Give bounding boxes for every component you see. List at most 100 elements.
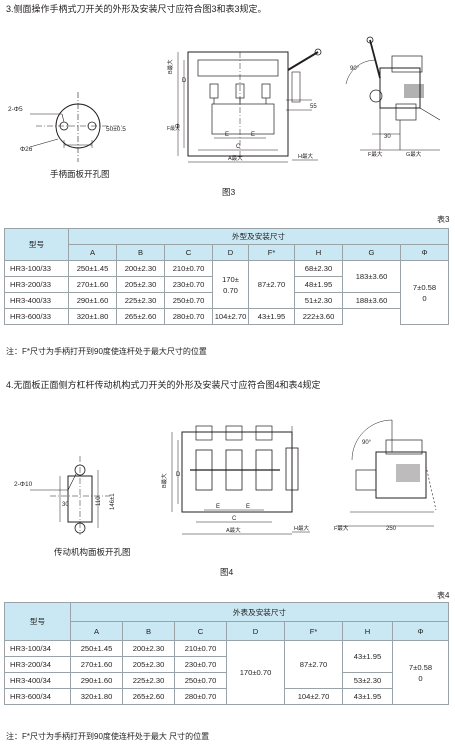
table3-model: HR3-200/33 <box>4 276 69 293</box>
table4-cell-a: 250±1.45 <box>70 640 123 657</box>
table4-label: 表4 <box>437 591 450 600</box>
table3-cell-b: 265±2.60 <box>116 308 165 325</box>
table4-group-header: 外表及安装尺寸 <box>69 602 450 622</box>
section4-panel-caption: 传动机构面板开孔图 <box>54 547 131 557</box>
fig3-dim-e1: E <box>225 132 229 138</box>
fig3-dim-phi: Φ <box>175 124 180 130</box>
table4-cell-a: 270±1.60 <box>70 656 123 673</box>
fig3-angle: 90° <box>350 66 360 72</box>
table4-col-b: B <box>122 621 175 641</box>
table3-cell-c: 280±0.70 <box>164 308 213 325</box>
table4-cell-a: 290±1.60 <box>70 672 123 689</box>
table4-cell-b: 265±2.60 <box>122 688 175 705</box>
fig3-dim-55: 55 <box>310 104 317 110</box>
table3-cell-f: 104±2.70 <box>212 308 249 325</box>
table3-label: 表3 <box>437 215 450 224</box>
fig4-dim-f: F最大 <box>334 524 349 532</box>
table4-cell-h: 53±2.30 <box>342 672 393 689</box>
fig3-dim-f-side: F最大 <box>368 150 383 158</box>
figure3-caption: 图3 <box>222 187 236 197</box>
table4-model: HR3-400/34 <box>4 672 71 689</box>
table3-model: HR3-100/33 <box>4 260 69 277</box>
table4-cell-c: 210±0.70 <box>174 640 227 657</box>
table3-col-a: A <box>68 244 117 261</box>
table3-cell-g: 183±3.60 <box>342 260 401 293</box>
table4-col-h: H <box>342 621 393 641</box>
table4-col-d: D <box>226 621 285 641</box>
fig3-dim-f: F最大 <box>167 125 180 132</box>
table4-cell-h: 43±1.95 <box>342 688 393 705</box>
table4-cell-b: 205±2.30 <box>122 656 175 673</box>
table4-col-a: A <box>70 621 123 641</box>
table3-col-phi: Φ <box>399 244 450 261</box>
table4-cell-c: 250±0.70 <box>174 672 227 689</box>
table4-cell-a: 320±1.80 <box>70 688 123 705</box>
fig4-dim-e1: E <box>216 504 220 510</box>
table4: 型号 外表及安装尺寸 A B C D F* H Φ HR3-100/34 250… <box>4 602 450 705</box>
table4-cell-h: 43±1.95 <box>342 640 393 673</box>
table4-col-phi: Φ <box>391 621 450 641</box>
section4-note: 注：F*尺寸为手柄打开到90度使连杆处于最大 尺寸的位置 <box>6 732 210 741</box>
panel4-width1-label: 30 <box>62 502 69 508</box>
table3-cell-c: 250±0.70 <box>164 292 213 309</box>
panel3-offset-label: 50±0.5 <box>106 126 126 133</box>
section3-note: 注：F*尺寸为手柄打开到90度使连杆处于最大尺寸的位置 <box>6 347 207 356</box>
figure3-front-view: B最大 D Φ E E C A最大 55 F最大 H最大 <box>166 48 322 163</box>
fig4-dim-h: H最大 <box>294 524 309 532</box>
section3-heading: 3.侧面操作手柄式刀开关的外形及安装尺寸应符合图3和表3规定。 <box>6 4 267 14</box>
figure4-caption: 图4 <box>220 567 234 577</box>
fig3-dim-a: A最大 <box>228 154 243 162</box>
fig3-dim-d: D <box>182 78 187 84</box>
panel4-width2-label: 110 <box>96 496 102 506</box>
panel4-holes-label: 2-Φ10 <box>14 481 33 488</box>
table3-cell-h: 68±2.30 <box>294 260 343 277</box>
table4-cell-b: 200±2.30 <box>122 640 175 657</box>
fig4-dim-c: C <box>232 516 237 522</box>
table3-cell-d: 170± 0.70 <box>212 260 249 309</box>
table4-cell-f: 104±2.70 <box>284 688 343 705</box>
handle-panel-cutout-drawing: 2-Φ5 Φ26 50±0.5 <box>8 92 126 162</box>
fig3-dim-g: G最大 <box>406 150 422 158</box>
section4-heading: 4.无面板正面侧方杠杆传动机构式刀开关的外形及安装尺寸应符合图4和表4规定 <box>6 380 321 390</box>
table4-cell-f: 87±2.70 <box>284 640 343 689</box>
fig4-dim-d: D <box>176 472 181 478</box>
fig4-angle: 90° <box>362 440 372 446</box>
table4-cell-c: 280±0.70 <box>174 688 227 705</box>
fig4-dim-b: B最大 <box>160 473 168 488</box>
table3-group-header: 外型及安装尺寸 <box>67 228 450 245</box>
fig4-dim-e2: E <box>246 504 250 510</box>
table3-col-f: F* <box>248 244 295 261</box>
fig4-dim-a: A最大 <box>226 526 241 534</box>
table4-model-header: 型号 <box>4 602 71 641</box>
table4-cell-phi: 7±0.58 0 <box>391 640 450 705</box>
table4-cell-c: 230±0.70 <box>174 656 227 673</box>
table4-col-f: F* <box>284 621 343 641</box>
table3-model: HR3-600/33 <box>4 308 69 325</box>
fig4-dim-250: 250 <box>386 526 397 532</box>
panel4-height-label: 146±1 <box>110 493 116 510</box>
table4-model: HR3-600/34 <box>4 688 71 705</box>
table3-cell-a: 320±1.80 <box>68 308 117 325</box>
table3: 型号 外型及安装尺寸 A B C D F* H G Φ HR3-100/33 2… <box>4 228 450 325</box>
section3-panel-caption: 手柄面板开孔图 <box>50 169 110 179</box>
figure3-side-view: 90° 30 F最大 G最大 <box>345 36 441 158</box>
fig3-dim-h: H最大 <box>298 152 313 160</box>
panel3-holes-label: 2-Φ5 <box>8 106 23 113</box>
fig3-dim-30: 30 <box>384 134 391 140</box>
fig3-dim-c: C <box>236 144 241 150</box>
table3-cell-a: 290±1.60 <box>68 292 117 309</box>
table3-cell-g: 222±3.60 <box>294 308 343 325</box>
table3-cell-phi: 7±0.58 0 <box>399 260 450 325</box>
table4-model: HR3-100/34 <box>4 640 71 657</box>
table4-cell-d: 170±0.70 <box>226 640 285 705</box>
fig3-dim-b: B最大 <box>166 59 174 74</box>
table3-model-header: 型号 <box>4 228 69 261</box>
table4-model: HR3-200/34 <box>4 656 71 673</box>
table3-cell-h: 43±1.95 <box>248 308 295 325</box>
panel3-diameter-label: Φ26 <box>20 146 33 153</box>
table3-cell-g: 188±3.60 <box>342 292 401 309</box>
fig3-dim-e2: E <box>251 132 255 138</box>
